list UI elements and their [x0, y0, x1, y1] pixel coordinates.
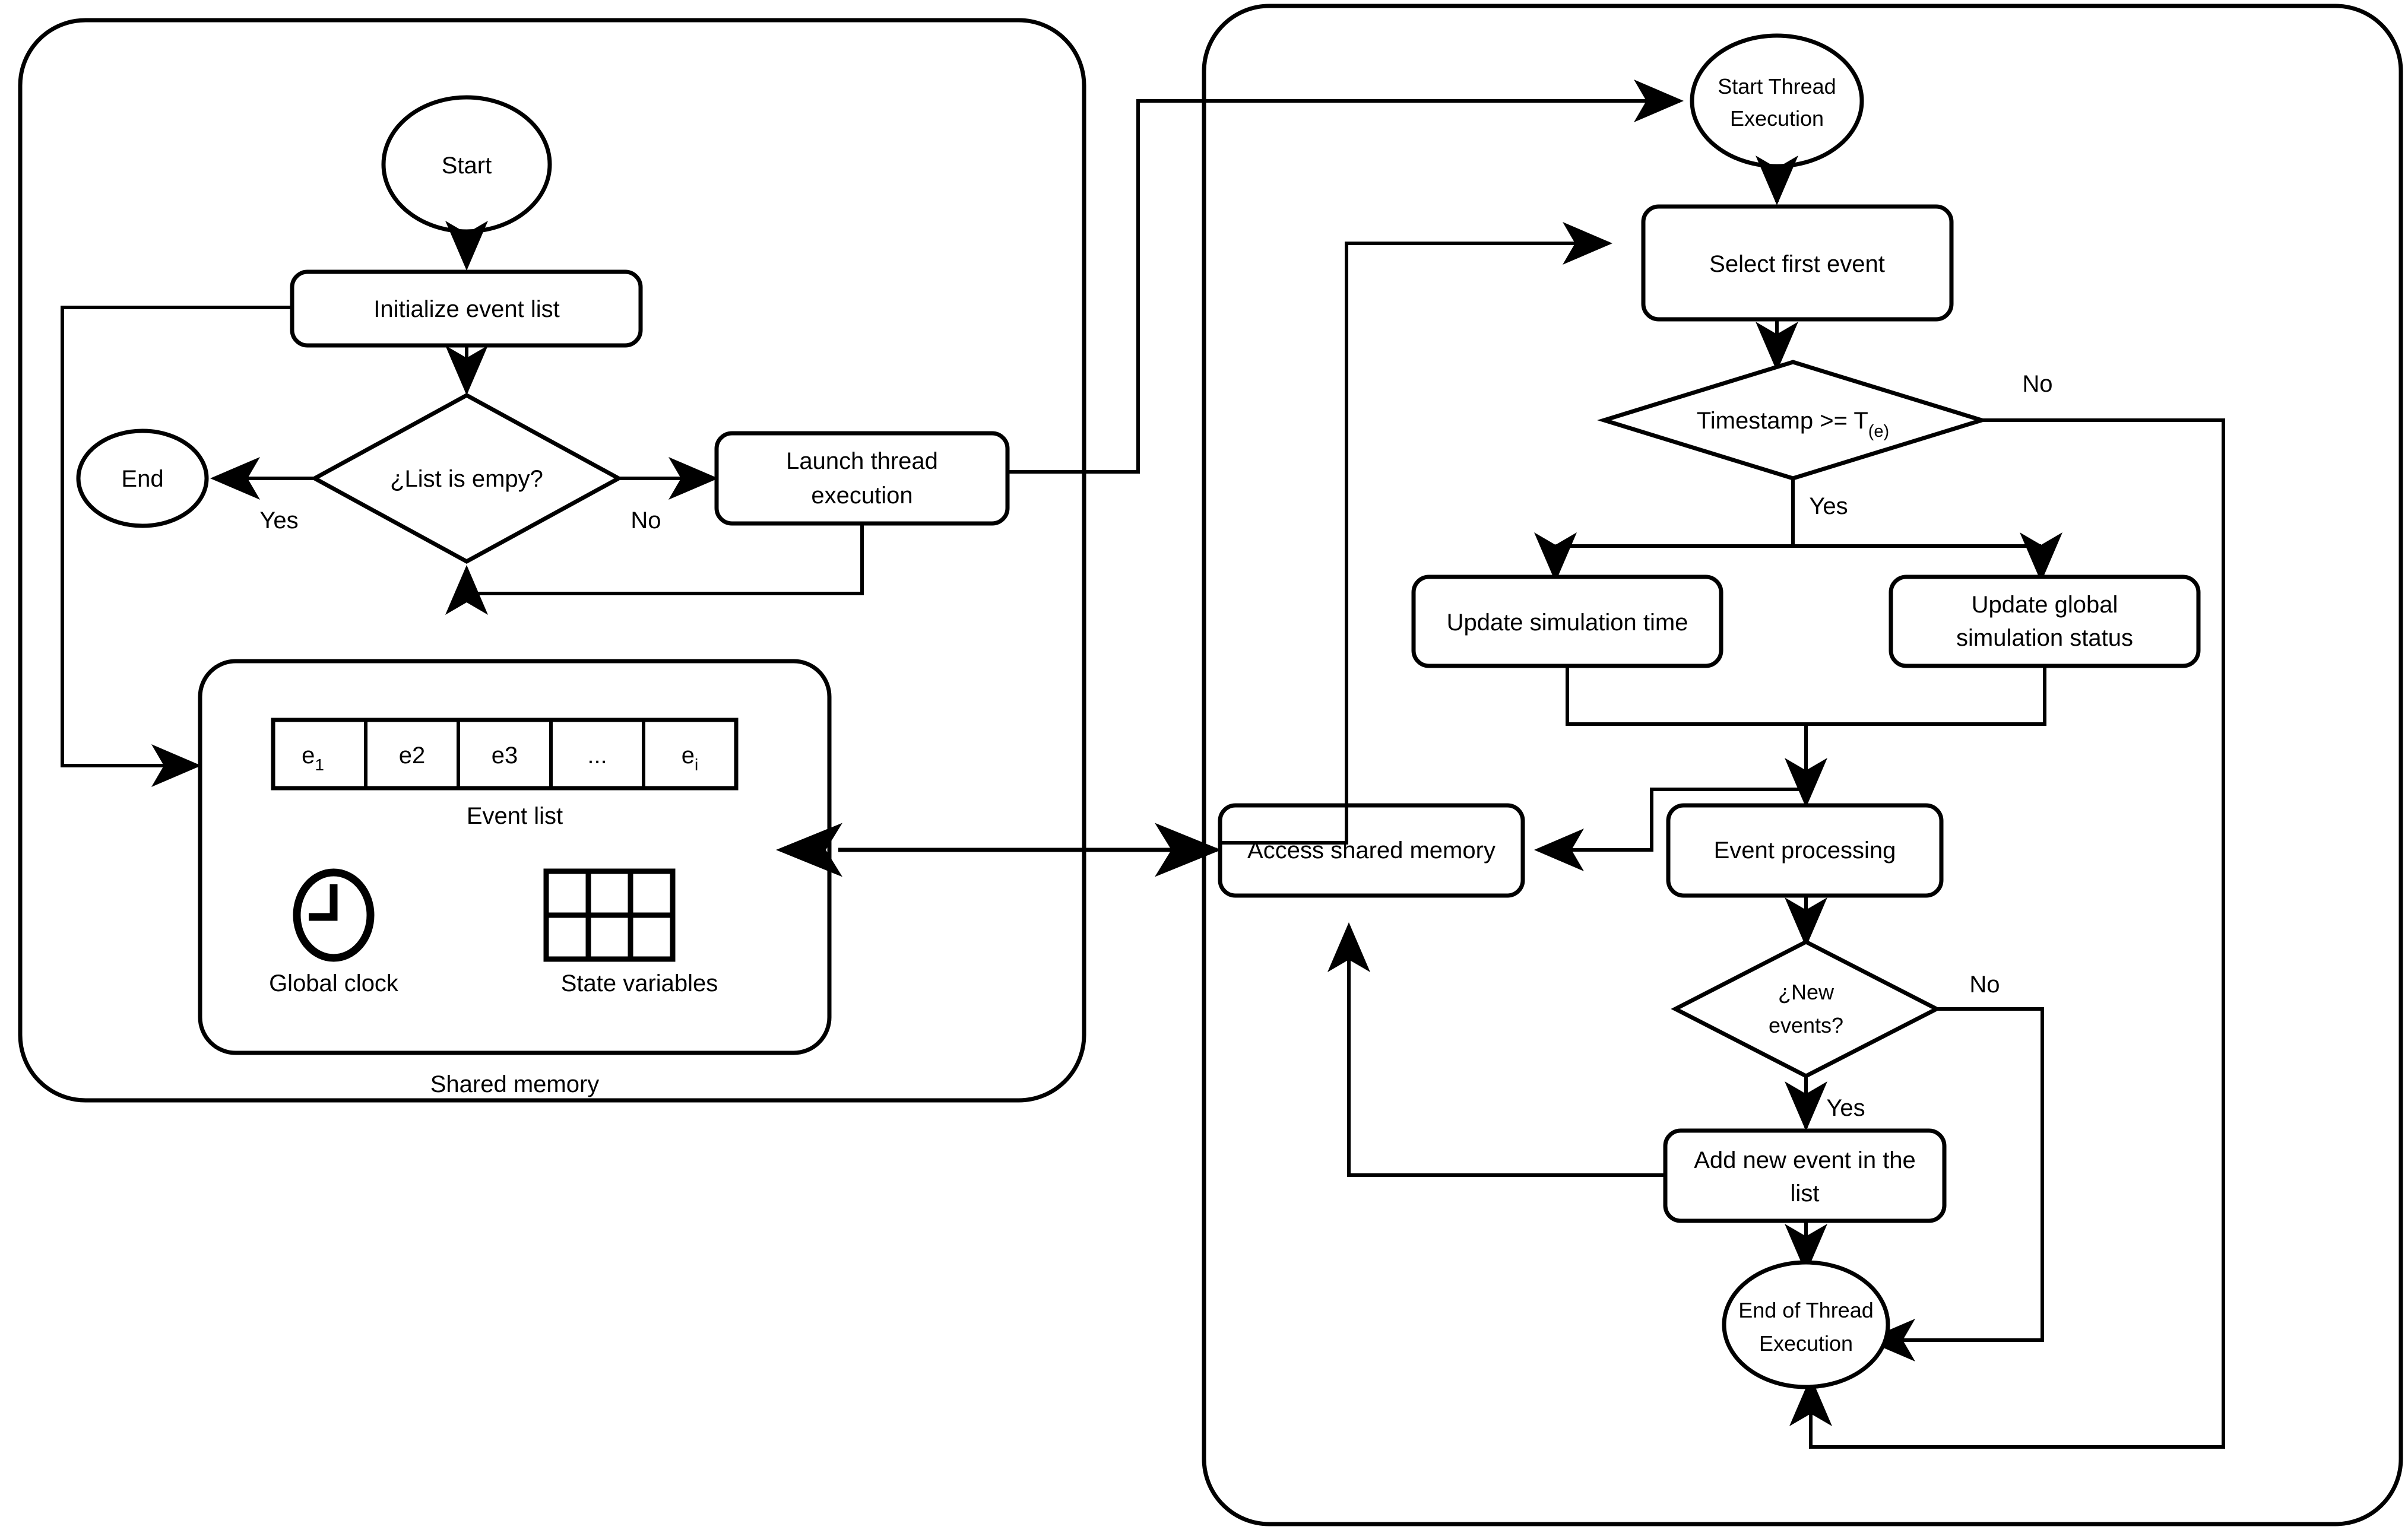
end-thread-node[interactable]: [1722, 1260, 1890, 1389]
select-first-event-label: Select first event: [1709, 251, 1885, 277]
event-list-cell-3: e3: [492, 742, 518, 769]
list-empty-decision-label: ¿List is empy?: [390, 466, 543, 492]
start-thread-label-line1: Start Thread: [1718, 74, 1836, 99]
launch-thread-node[interactable]: [714, 431, 1010, 526]
add-new-event-label-line1: Add new event in the: [1694, 1147, 1916, 1173]
initialize-event-list-label: Initialize event list: [373, 296, 559, 322]
state-variables-caption: State variables: [561, 970, 718, 996]
edge-label-timestamp-yes: Yes: [1809, 493, 1848, 519]
edge-access-shared-memory-to-select: [1220, 222, 1612, 845]
update-global-status-label-line2: simulation status: [1956, 625, 2133, 651]
end-thread-label-line2: Execution: [1759, 1331, 1853, 1356]
event-list-table: e1 e2 e3 ... ei: [271, 718, 739, 791]
access-shared-memory-node[interactable]: [1218, 803, 1525, 898]
edge-initialize-to-shared-memory: [61, 306, 292, 787]
start-thread-label-line2: Execution: [1730, 106, 1824, 131]
launch-thread-label-line2: execution: [811, 483, 912, 509]
edge-timestamp-yes-split: [1555, 478, 2041, 548]
edge-label-new-events-no: No: [1969, 972, 2000, 998]
event-list-cell-ellipsis: ...: [587, 742, 607, 769]
end-thread-label-line1: End of Thread: [1738, 1298, 1874, 1322]
edge-launch-back-to-decision: [445, 523, 864, 615]
event-list-caption: Event list: [467, 803, 563, 829]
state-variables-grid-icon: [543, 868, 676, 962]
edge-merge-to-access-shared-memory: [1534, 788, 1806, 871]
edge-add-event-to-access-shared-memory: [1327, 922, 1665, 1177]
select-first-event-node[interactable]: [1641, 204, 1954, 322]
edge-launch-to-start-thread: [1007, 80, 1684, 474]
event-list-cell-2: e2: [399, 742, 426, 769]
global-clock-caption: Global clock: [269, 970, 399, 996]
start-node-label: Start: [442, 153, 492, 179]
edge-label-new-events-yes: Yes: [1826, 1095, 1865, 1121]
end-node-label: End: [121, 466, 163, 492]
list-empty-decision-node[interactable]: [310, 393, 623, 564]
add-new-event-node[interactable]: [1663, 1128, 1947, 1223]
update-simulation-time-label: Update simulation time: [1447, 610, 1688, 636]
edge-label-no-left: No: [630, 507, 661, 534]
edge-timestamp-no-to-end-thread: [1789, 418, 2225, 1449]
add-new-event-label-line2: list: [1791, 1180, 1820, 1207]
update-global-status-label-line1: Update global: [1972, 592, 2118, 618]
launch-thread-label-line1: Launch thread: [786, 448, 938, 474]
start-thread-node[interactable]: [1690, 33, 1864, 169]
edge-label-timestamp-no: No: [2022, 371, 2052, 397]
edge-label-yes-left: Yes: [259, 507, 298, 534]
clock-icon: [293, 868, 375, 962]
new-events-decision-label-line2: events?: [1769, 1013, 1843, 1037]
shared-memory-caption: Shared memory: [430, 1071, 600, 1097]
update-global-status-node[interactable]: [1889, 575, 2201, 668]
edge-new-events-no-to-end-thread: [1865, 1007, 2044, 1361]
event-processing-label: Event processing: [1714, 837, 1896, 864]
new-events-decision-label-line1: ¿New: [1778, 980, 1834, 1004]
end-node[interactable]: [76, 429, 209, 528]
